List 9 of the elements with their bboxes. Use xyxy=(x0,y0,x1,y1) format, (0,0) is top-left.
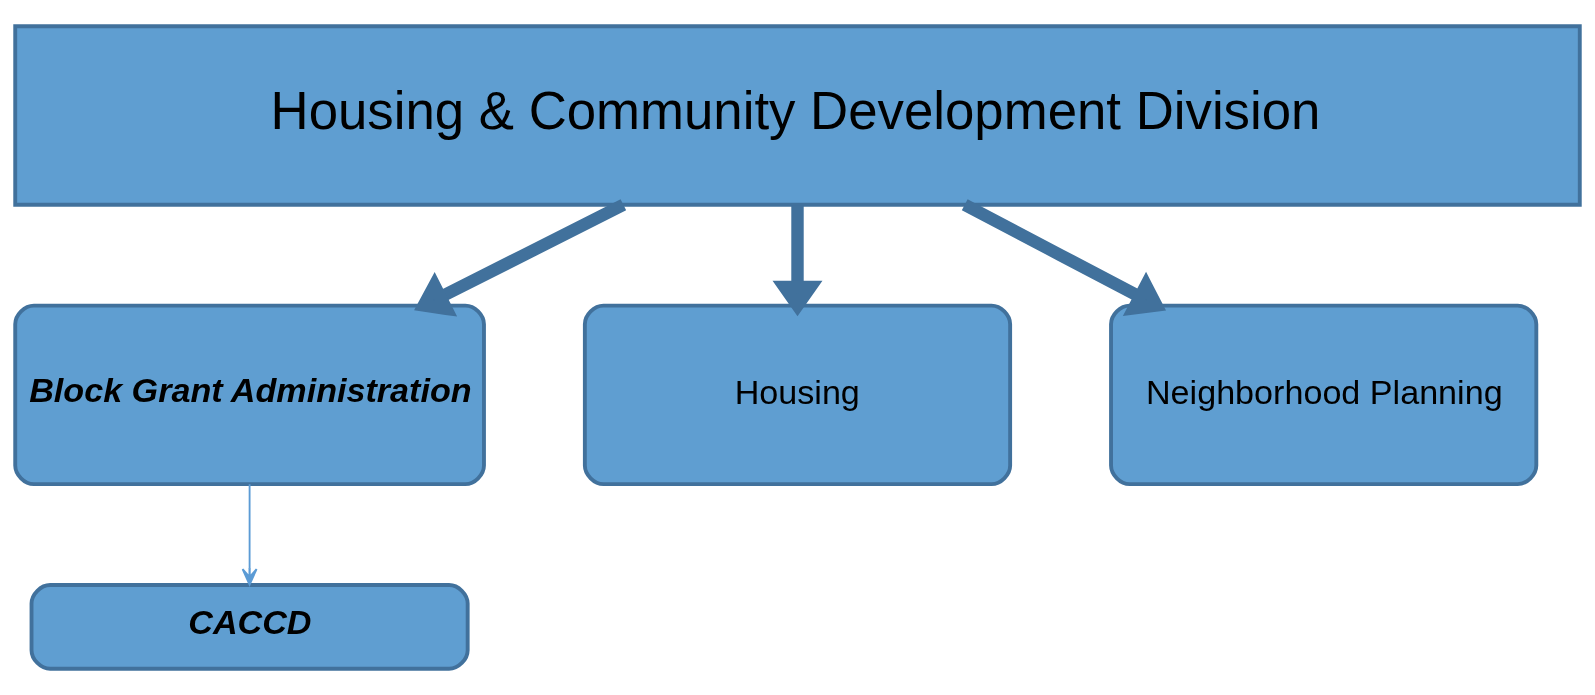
node-box: Neighborhood Planning xyxy=(1109,303,1539,487)
arrow xyxy=(961,199,1167,317)
node-box: Housing & Community Development Division xyxy=(13,24,1582,207)
node-box: Block Grant Administration xyxy=(13,303,486,487)
node-box: Housing xyxy=(582,303,1013,487)
node-box: CACCD xyxy=(29,583,470,671)
arrow xyxy=(772,205,823,317)
arrow xyxy=(241,483,258,586)
arrow xyxy=(414,199,627,317)
